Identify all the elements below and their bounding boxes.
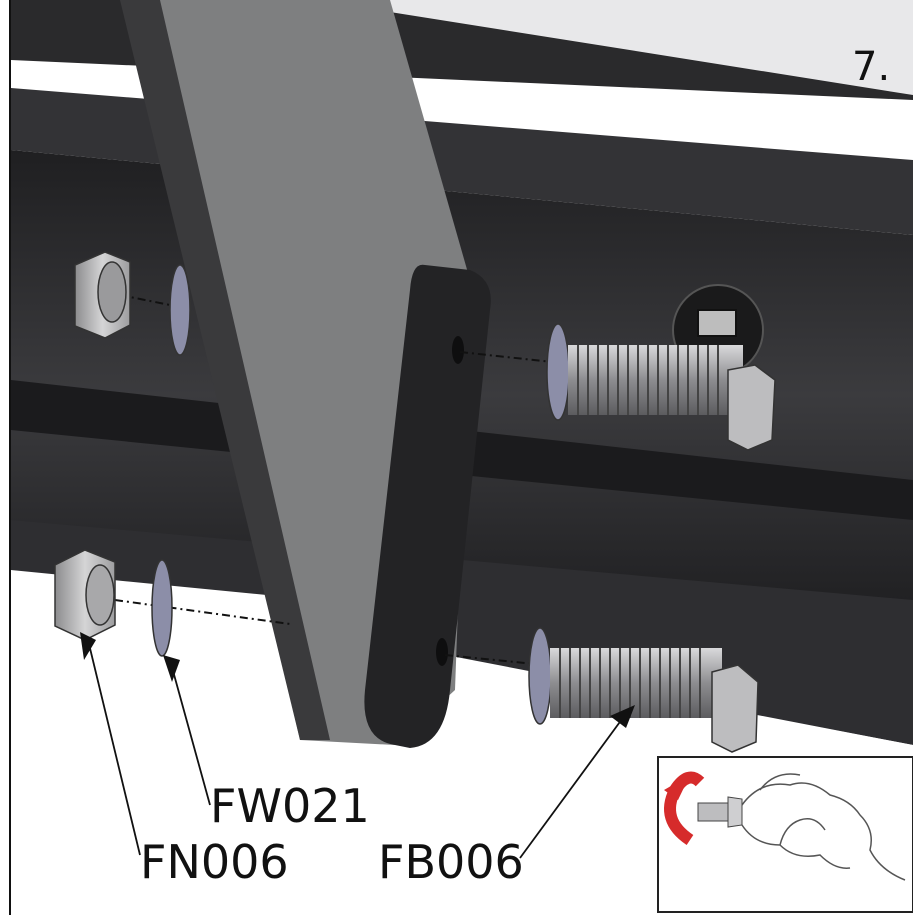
frame-top-light-edge bbox=[380, 0, 913, 95]
bracket-arm-shadow bbox=[120, 0, 330, 740]
label-nut: FN006 bbox=[140, 835, 289, 889]
step-number: 7. bbox=[852, 44, 890, 90]
washer-lower-left bbox=[151, 559, 173, 657]
nut-upper bbox=[74, 251, 131, 339]
hand-tighten-bolt-icon bbox=[657, 756, 913, 913]
mounting-plate bbox=[364, 264, 491, 748]
label-bolt: FB006 bbox=[378, 835, 524, 889]
washer-upper-left bbox=[169, 264, 191, 356]
pin-holder-slot bbox=[697, 309, 737, 337]
washer-upper-right bbox=[546, 323, 570, 421]
bolt-lower bbox=[550, 648, 759, 753]
label-washer: FW021 bbox=[210, 779, 370, 833]
bolt-upper bbox=[568, 345, 776, 451]
leader-bolt bbox=[519, 705, 635, 859]
plate-hole-lower bbox=[436, 638, 448, 666]
leader-washer bbox=[163, 655, 211, 806]
washer-lower-right bbox=[528, 627, 552, 725]
leader-nut bbox=[80, 632, 141, 856]
nut-lower bbox=[54, 549, 116, 641]
alignment-line-upper-right bbox=[459, 351, 581, 366]
alignment-line-lower-left bbox=[114, 599, 291, 625]
plate-hole-upper bbox=[452, 336, 464, 364]
